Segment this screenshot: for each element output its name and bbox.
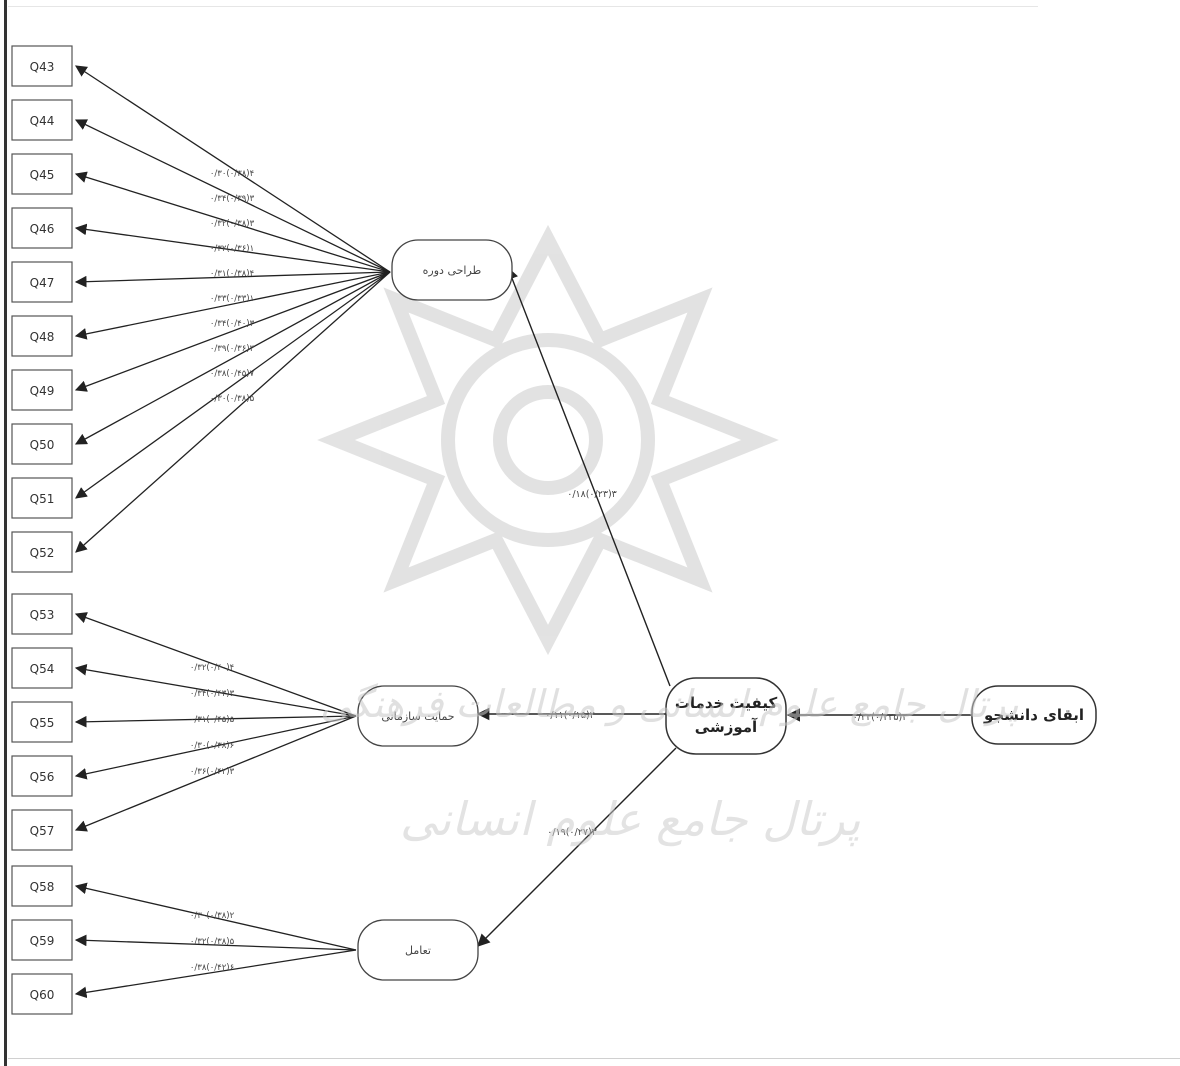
- indicator-label: Q45: [30, 168, 55, 182]
- loading-arrow-interaction-q59: [74, 934, 357, 951]
- path-label-quality-course: ۰/۱۸(۰/۲۳)۳: [567, 489, 617, 500]
- construct-label-quality-line2: آموزشی: [695, 718, 758, 736]
- loading-arrow-course-q43: [75, 65, 391, 273]
- loading-label-org: ۰/۳۶(۰/۴۲)۳: [190, 767, 235, 777]
- loading-label-course: ۰/۳۲(۰/۳۸)۳: [210, 219, 255, 229]
- construct-node-quality: کیفیت خدمات آموزشی: [665, 677, 787, 755]
- indicator-box-q59: Q59: [11, 919, 73, 961]
- construct-node-course-design: طراحی دوره: [391, 239, 513, 301]
- indicator-box-q53: Q53: [11, 593, 73, 635]
- loading-label-course: ۰/۳۰(۰/۳۸)۴: [210, 169, 254, 179]
- indicator-box-q43: Q43: [11, 45, 73, 87]
- indicator-label: Q56: [30, 770, 55, 784]
- loading-arrow-org-q53: [74, 612, 357, 717]
- loading-label-course: ۰/۳۳(۰/۳۳)۱: [210, 294, 254, 304]
- indicator-box-q60: Q60: [11, 973, 73, 1015]
- loading-arrow-interaction-q58: [74, 882, 357, 951]
- indicator-label: Q44: [30, 114, 55, 128]
- loading-arrow-course-q46: [74, 223, 391, 273]
- indicator-label: Q53: [30, 608, 55, 622]
- construct-label-org-support: حمایت سازمانی: [381, 710, 454, 723]
- watermark-text-line2: پرتال جامع علوم انسانی: [400, 792, 861, 846]
- bottom-border-rule: [8, 1058, 1180, 1059]
- watermark-rosette: [317, 224, 779, 656]
- indicator-label: Q54: [30, 662, 55, 676]
- left-border-rule: [4, 0, 7, 1066]
- construct-node-interaction: تعامل: [357, 919, 479, 981]
- construct-node-retention: ابقای دانشجو: [971, 685, 1097, 745]
- path-label-retention-quality: ۰/۲۲(۰/۲۳۵)۳: [853, 712, 908, 723]
- construct-label-quality-line1: کیفیت خدمات: [675, 694, 778, 712]
- indicator-label: Q55: [30, 716, 55, 730]
- loading-label-org: ۰/۳۴(۰/۴۳)۳: [190, 689, 235, 699]
- construct-label-interaction: تعامل: [405, 944, 431, 957]
- loading-arrow-course-q48: [74, 271, 391, 340]
- top-border-rule: [8, 6, 1038, 7]
- path-label-quality-org: ۰/۱۱(۰/۱۵)۲: [545, 710, 595, 721]
- indicator-label: Q50: [30, 438, 55, 452]
- indicator-box-q47: Q47: [11, 261, 73, 303]
- loading-label-org: ۰/۳۰(۰/۳۸)۶: [190, 741, 234, 751]
- indicator-label: Q47: [30, 276, 55, 290]
- loading-arrow-course-q44: [74, 119, 391, 273]
- loading-label-course: ۰/۳۲(۰/۳۶)۱: [210, 244, 254, 254]
- loading-label-course: ۰/۳۱(۰/۳۸)۴: [210, 269, 254, 279]
- loading-label-course: ۰/۳۸(۰/۴۵)۷: [210, 369, 255, 379]
- loading-label-org: ۰/۳۱(۰/۴۵)۵: [190, 715, 235, 725]
- indicator-label: Q49: [30, 384, 55, 398]
- indicator-label: Q43: [30, 60, 55, 74]
- loading-arrow-org-q57: [74, 715, 357, 832]
- indicator-label: Q57: [30, 824, 55, 838]
- construct-label-course-design: طراحی دوره: [423, 264, 482, 277]
- loading-arrow-course-q47: [74, 271, 391, 288]
- indicator-label: Q52: [30, 546, 55, 560]
- watermark-text-line1: پرتال جامع علوم انسانی و مطالعات فرهنگی: [320, 682, 1019, 726]
- loading-label-course: ۰/۳۹(۰/۳۶)۳: [210, 344, 255, 354]
- path-label-quality-interaction: ۰/۱۹(۰/۲۷)۳: [547, 827, 597, 838]
- indicator-box-q57: Q57: [11, 809, 73, 851]
- loading-arrow-course-q45: [74, 171, 391, 273]
- indicator-label: Q48: [30, 330, 55, 344]
- loading-arrow-org-q54: [74, 664, 357, 717]
- construct-label-retention: ابقای دانشجو: [983, 706, 1084, 724]
- indicator-label: Q60: [30, 988, 55, 1002]
- path-arrow-quality-to-course: [506, 266, 671, 687]
- loading-label-interaction: ۰/۳۰(۰/۳۸)۲: [190, 911, 235, 921]
- indicator-box-q58: Q58: [11, 865, 73, 907]
- indicator-label: Q46: [30, 222, 55, 236]
- indicator-box-q56: Q56: [11, 755, 73, 797]
- indicator-box-q52: Q52: [11, 531, 73, 573]
- loading-label-org: ۰/۳۲(۰/۴۰)۴: [190, 663, 234, 673]
- loading-arrow-org-q56: [74, 715, 357, 780]
- indicator-box-q51: Q51: [11, 477, 73, 519]
- indicator-box-q55: Q55: [11, 701, 73, 743]
- indicator-box-q54: Q54: [11, 647, 73, 689]
- loading-label-interaction: ۰/۳۲(۰/۳۸)۵: [190, 937, 235, 947]
- indicator-box-q44: Q44: [11, 99, 73, 141]
- indicator-box-q46: Q46: [11, 207, 73, 249]
- path-arrow-quality-to-interaction: [477, 747, 677, 947]
- loading-label-interaction: ۰/۳۸(۰/۴۲)۶: [190, 963, 234, 973]
- loading-arrow-course-q52: [75, 271, 391, 553]
- indicator-box-q49: Q49: [11, 369, 73, 411]
- loading-label-course: ۰/۳۴(۰/۳۹)۳: [210, 194, 255, 204]
- loading-label-course: ۰/۳۰(۰/۳۸)۵: [210, 394, 255, 404]
- indicator-box-q45: Q45: [11, 153, 73, 195]
- indicator-label: Q51: [30, 492, 55, 506]
- indicator-box-q48: Q48: [11, 315, 73, 357]
- indicator-label: Q59: [30, 934, 55, 948]
- loading-arrow-course-q51: [75, 271, 391, 499]
- loading-arrow-org-q55: [74, 715, 357, 728]
- loading-arrow-interaction-q60: [74, 949, 357, 999]
- indicator-label: Q58: [30, 880, 55, 894]
- loading-label-course: ۰/۳۴(۰/۴۰)۳: [210, 319, 255, 329]
- indicator-box-q50: Q50: [11, 423, 73, 465]
- construct-node-org-support: حمایت سازمانی: [357, 685, 479, 747]
- loading-arrow-course-q49: [74, 271, 391, 392]
- loading-arrow-course-q50: [74, 271, 391, 445]
